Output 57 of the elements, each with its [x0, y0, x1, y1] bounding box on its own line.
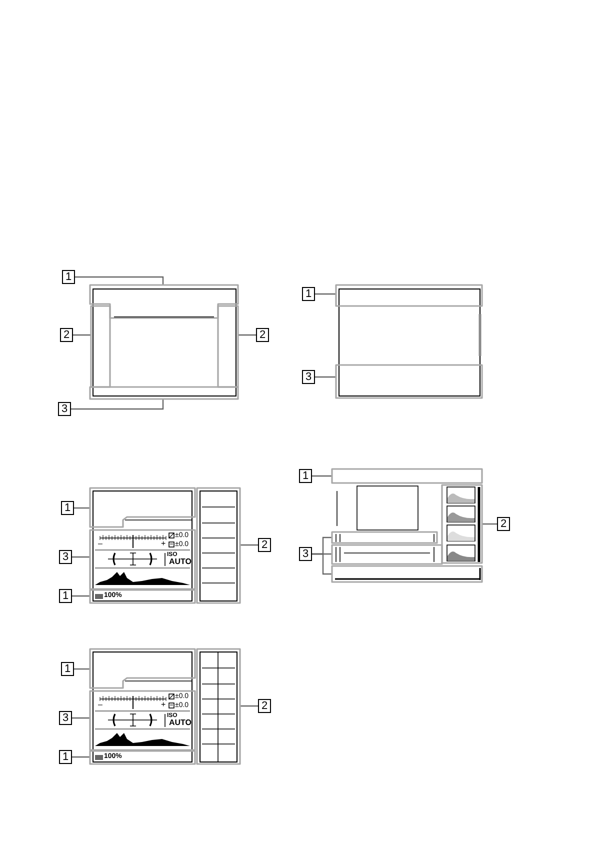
leader-line: [71, 399, 164, 410]
display-area: [90, 590, 195, 603]
scale-sign: –: [98, 701, 102, 709]
display-area: [332, 545, 442, 564]
leader-line: [72, 595, 90, 597]
scale-sign: –: [98, 540, 102, 548]
display-area: [90, 530, 195, 589]
display-area: [336, 365, 482, 398]
callout-number: 3: [59, 711, 72, 725]
callout-number: 2: [256, 328, 269, 342]
display-area: [90, 285, 238, 319]
leader-line: [315, 376, 336, 378]
callout-number: 1: [59, 750, 72, 764]
display-area: [442, 485, 482, 563]
callout-number: 3: [299, 547, 312, 561]
callout-number: 2: [497, 517, 510, 531]
leader-line: [73, 334, 91, 336]
scale-sign: +: [161, 701, 166, 709]
leader-line: [74, 507, 90, 509]
leader-line: [312, 553, 332, 575]
leader-line: [240, 544, 258, 546]
display-area: [90, 649, 195, 688]
leader-line: [482, 523, 497, 525]
display-area: [336, 285, 482, 306]
display-area: [332, 566, 482, 582]
callout-number: 1: [302, 287, 315, 301]
display-area: [90, 488, 195, 527]
display-area: [90, 751, 195, 764]
iso-value: AUTO: [169, 719, 192, 727]
callout-number: 1: [61, 662, 74, 676]
callout-number: 2: [258, 538, 271, 552]
leader-line: [240, 705, 258, 707]
callout-number: 1: [299, 469, 312, 483]
callout-number: 2: [60, 328, 73, 342]
callout-number: 1: [61, 501, 74, 515]
leader-line: [238, 334, 256, 336]
callout-number: 3: [59, 550, 72, 564]
leader-line: [72, 556, 90, 558]
callout-number: 1: [62, 270, 75, 284]
display-area: [218, 306, 238, 387]
display-area: [91, 306, 110, 387]
leader-line: [74, 668, 90, 670]
callout-number: 2: [258, 699, 271, 713]
callout-number: 1: [59, 589, 72, 603]
callout-number: 3: [302, 370, 315, 384]
leader-line: [315, 293, 336, 295]
callout-number: 3: [58, 402, 71, 416]
leader-line: [72, 756, 90, 758]
scale-sign: +: [161, 540, 166, 548]
iso-value: AUTO: [169, 558, 192, 566]
display-area: [90, 691, 195, 750]
display-area: [332, 469, 482, 483]
display-area: [332, 532, 437, 543]
leader-line: [312, 475, 332, 477]
leader-line: [72, 717, 90, 719]
leader-line: [75, 276, 164, 285]
display-area: [90, 387, 238, 399]
